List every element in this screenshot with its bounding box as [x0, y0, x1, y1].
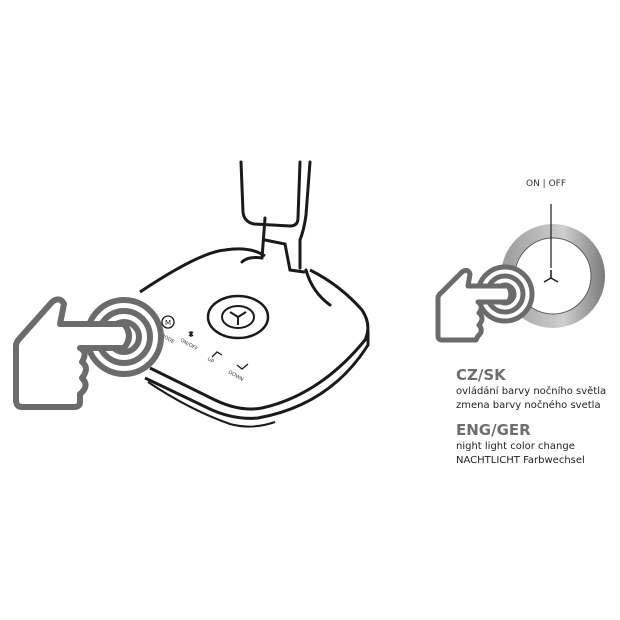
down-chevron-icon [236, 363, 249, 370]
control-icons: M [161, 315, 249, 370]
lamp-base [139, 247, 370, 428]
lamp-arm [239, 160, 332, 307]
pointing-hand-icon-left [13, 296, 164, 410]
fan-button[interactable] [206, 294, 270, 340]
sun-icon [188, 331, 194, 337]
svg-text:M: M [165, 319, 171, 327]
eng-ger-heading: ENG/GER [456, 421, 531, 439]
pointing-hand-icon-right [435, 264, 535, 343]
onoff-label: ON/OFF [179, 338, 199, 353]
ger-text: NACHTLICHT Farbwechsel [456, 455, 585, 466]
control-labels: MODE ON/OFF UP DOWN [159, 333, 244, 384]
up-chevron-icon [211, 351, 223, 358]
up-label: UP [206, 357, 215, 366]
cz-sk-heading: CZ/SK [456, 366, 506, 384]
fan-icon [229, 311, 247, 325]
cz-text: ovládání barvy nočního světla [456, 386, 607, 397]
sk-text: zmena barvy nočného svetla [456, 400, 601, 411]
eng-text: night light color change [456, 441, 575, 452]
on-off-label: ON | OFF [526, 179, 567, 189]
mode-icon [161, 315, 175, 329]
down-label: DOWN [227, 370, 244, 384]
fan-icon [543, 270, 559, 283]
